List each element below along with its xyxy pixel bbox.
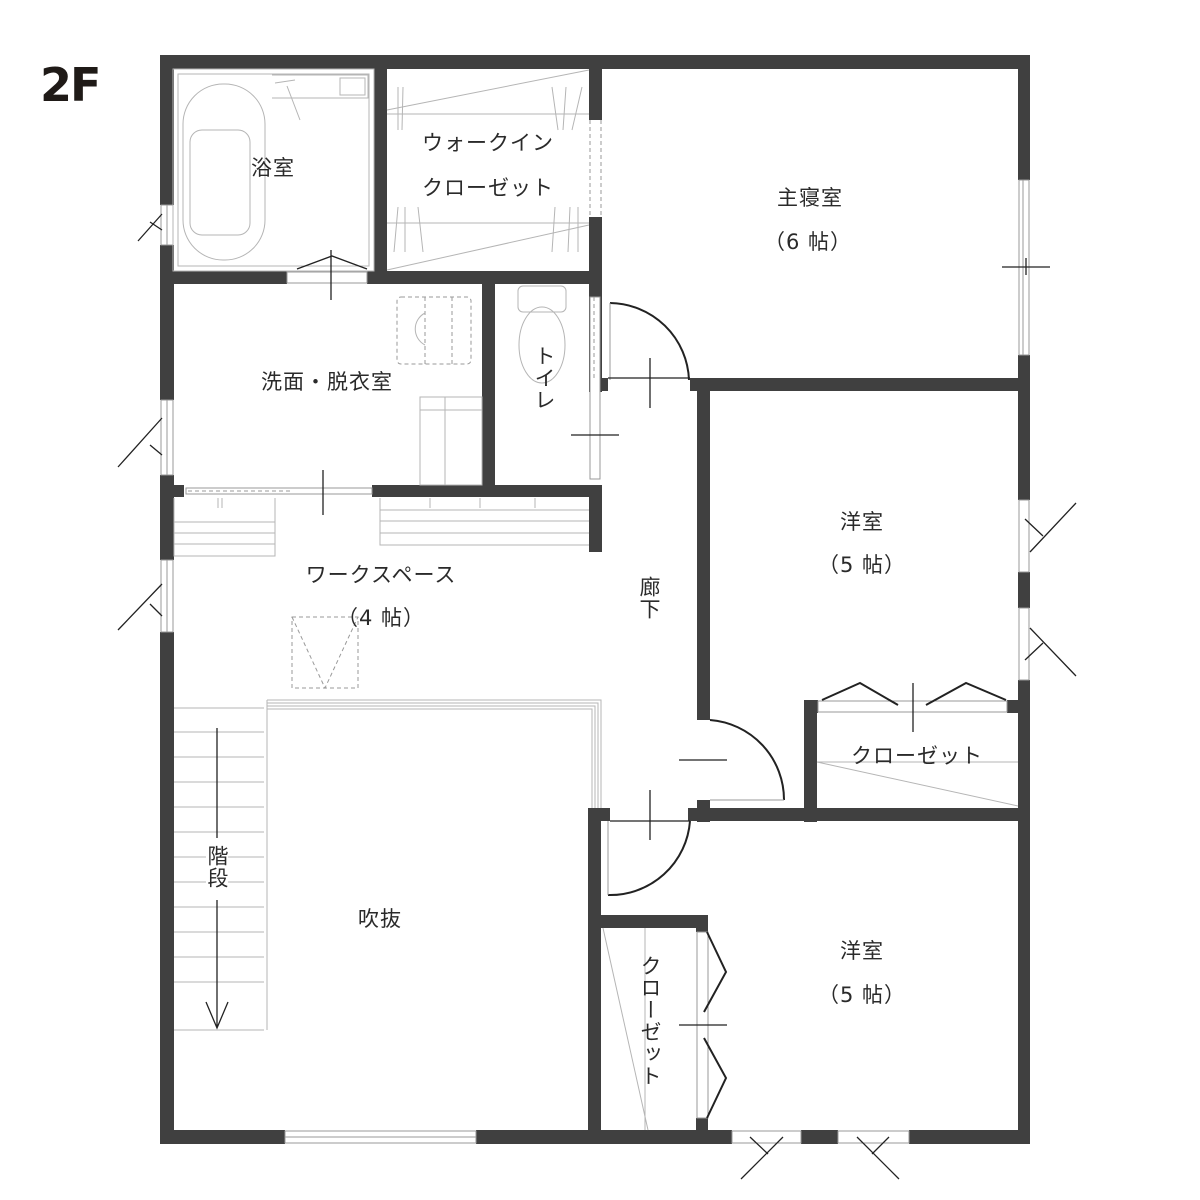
room-label-walk-in-closet-line1: ウォークイン: [422, 131, 554, 155]
room-label-corridor: 廊下: [637, 576, 662, 620]
stair-arrow-icon: [205, 728, 229, 1030]
toilet-icon: [517, 285, 567, 313]
bathtub-icon: [182, 83, 266, 261]
room-label-stairs: 階段: [205, 845, 230, 889]
room-size-western-room-2: （5 帖）: [817, 983, 907, 1007]
fixtures: [172, 68, 1019, 1131]
room-label-bathroom: 浴室: [251, 156, 295, 180]
room-size-workspace: （4 帖）: [336, 606, 426, 630]
room-label-western-room-2: 洋室: [840, 939, 884, 963]
room-size-master-bedroom: （6 帖）: [763, 230, 853, 254]
room-label-western-room-1: 洋室: [840, 510, 884, 534]
floor-label: 2F: [40, 58, 101, 112]
room-label-workspace: ワークスペース: [305, 563, 457, 587]
room-size-western-room-1: （5 帖）: [817, 553, 907, 577]
windows: [117, 179, 1077, 1180]
room-label-toilet: トイレ: [532, 345, 557, 411]
room-label-atrium: 吹抜: [358, 907, 402, 931]
room-label-walk-in-closet-line2: クローゼット: [422, 176, 554, 200]
room-label-master-bedroom: 主寝室: [777, 186, 843, 210]
room-label-closet-1: クローゼット: [851, 744, 983, 768]
doors: [286, 250, 1008, 1119]
room-label-washroom: 洗面・脱衣室: [261, 370, 393, 394]
walls: [160, 55, 1030, 1144]
room-label-closet-2: クローゼット: [638, 955, 663, 1087]
